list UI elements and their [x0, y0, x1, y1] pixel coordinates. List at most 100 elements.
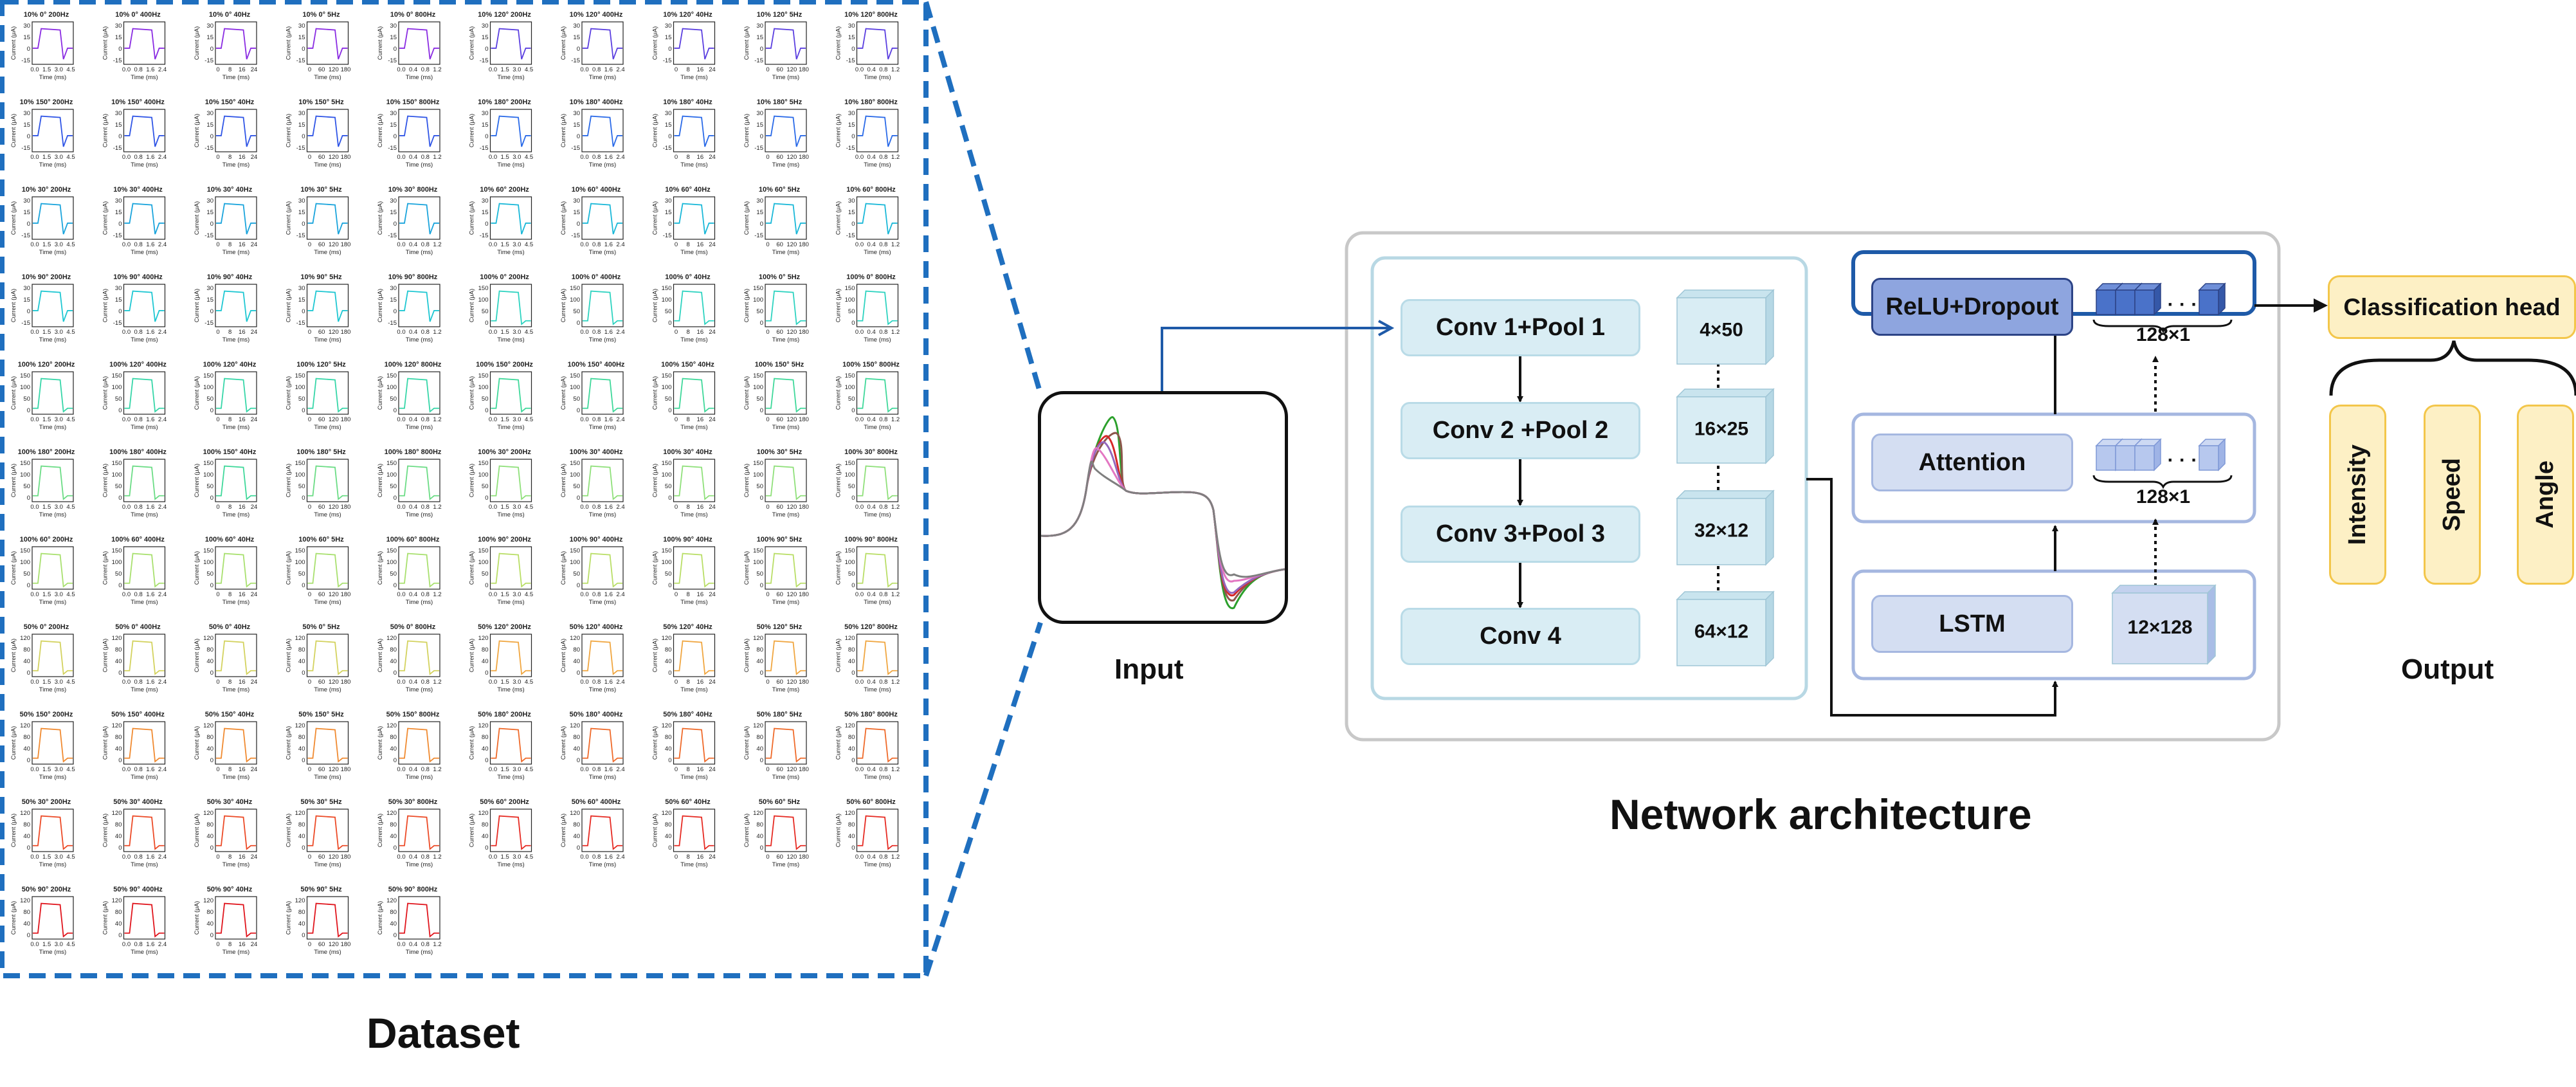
thumbnail-title: 10% 90° 5Hz	[300, 273, 342, 281]
thumbnail-ylabel: Current (μA)	[377, 726, 384, 760]
thumbnail-ytick: -15	[21, 232, 30, 239]
thumbnail-ytick: 50	[298, 571, 305, 578]
thumbnail-ytick: 15	[298, 34, 305, 41]
thumbnail-xtick: 180	[799, 241, 809, 248]
thumbnail-xtick: 0.0	[397, 154, 405, 161]
thumbnail-ytick: 50	[206, 483, 213, 490]
thumbnail-ytick: 120	[203, 722, 213, 729]
thumbnail-ytick: 15	[23, 209, 30, 216]
thumbnail-xtick: 0	[766, 679, 769, 686]
thumbnail-ytick: 15	[206, 34, 213, 41]
thumbnail-xtick: 0.8	[134, 154, 143, 161]
thumbnail-xtick: 1.6	[146, 66, 154, 73]
thumbnail-xlabel: Time (ms)	[864, 74, 891, 81]
thumbnail-ytick: 100	[112, 559, 122, 566]
thumbnail-ytick: -15	[480, 145, 489, 152]
thumbnail-xtick: 1.2	[891, 766, 900, 773]
thumbnail-ytick: 0	[302, 495, 305, 502]
thumbnail-xtick: 24	[709, 854, 716, 861]
thumbnail-xtick: 0.8	[879, 66, 887, 73]
thumbnail-waveform	[216, 115, 256, 147]
thumbnail-title: 50% 180° 5Hz	[757, 711, 803, 718]
thumbnail-xtick: 0.0	[397, 241, 405, 248]
thumbnail-ytick: 30	[206, 23, 213, 30]
thumbnail-xtick: 1.2	[433, 329, 441, 336]
thumbnail-ytick: 0	[577, 221, 580, 228]
thumbnail-title: 50% 0° 400Hz	[115, 623, 161, 631]
thumbnail-title: 50% 30° 5Hz	[300, 798, 342, 806]
thumbnail-xtick: 0.8	[134, 66, 143, 73]
thumbnail-xtick: 1.6	[146, 416, 154, 423]
thumbnail-xtick: 3.0	[55, 941, 63, 948]
thumbnail-xtick: 1.6	[146, 679, 154, 686]
thumbnail-xtick: 0.4	[409, 241, 417, 248]
thumbnail-xlabel: Time (ms)	[314, 424, 341, 431]
thumbnail-xlabel: Time (ms)	[314, 599, 341, 606]
thumbnail-title: 50% 60° 800Hz	[846, 798, 896, 806]
thumbnail-ylabel: Current (μA)	[652, 26, 659, 60]
thumbnail-title: 50% 120° 200Hz	[478, 623, 531, 631]
thumbnail-ytick: 120	[386, 810, 397, 817]
thumbnail-ytick: 120	[662, 722, 672, 729]
thumbnail-ytick: 0	[668, 757, 671, 764]
thumbnail-xlabel: Time (ms)	[864, 249, 891, 256]
thumbnail-ytick: 150	[386, 372, 397, 379]
thumbnail-ytick: 0	[27, 845, 30, 852]
thumbnail-ylabel: Current (μA)	[743, 639, 750, 672]
thumbnail-ytick: 100	[753, 559, 763, 566]
thumbnail-xtick: 4.5	[525, 591, 533, 598]
thumbnail-ytick: 0	[760, 495, 763, 502]
thumbnail-xlabel: Time (ms)	[222, 249, 249, 256]
thumbnail-ytick: 80	[298, 909, 305, 916]
thumbnail-waveform	[857, 378, 898, 413]
thumbnail-xlabel: Time (ms)	[497, 336, 524, 343]
thumbnail-ytick: 50	[298, 483, 305, 490]
thumbnail-ytick: 80	[665, 734, 672, 741]
thumbnail-xtick: 24	[709, 329, 716, 336]
thumbnail-ytick: 15	[390, 209, 397, 216]
thumbnail-xtick: 60	[776, 154, 783, 161]
thumbnail-xtick: 1.5	[501, 241, 509, 248]
thumbnail-xlabel: Time (ms)	[314, 686, 341, 693]
thumbnail-title: 100% 150° 200Hz	[476, 361, 533, 369]
thumbnail-ytick: 100	[570, 384, 580, 391]
thumbnail-xtick: 16	[697, 154, 704, 161]
thumbnail-title: 10% 0° 40Hz	[209, 11, 251, 19]
thumbnail-ylabel: Current (μA)	[10, 26, 17, 60]
thumbnail-ytick: 120	[478, 635, 489, 642]
thumbnail-xlabel: Time (ms)	[406, 774, 433, 781]
thumbnail-ytick: 30	[206, 197, 213, 205]
thumbnail-xtick: 120	[786, 66, 797, 73]
thumbnail-xlabel: Time (ms)	[497, 249, 524, 256]
thumbnail-xtick: 16	[239, 66, 246, 73]
thumbnail-ylabel: Current (μA)	[560, 814, 567, 847]
thumbnail-xtick: 1.2	[891, 66, 900, 73]
thumbnail-xtick: 0.0	[489, 66, 497, 73]
thumbnail-ylabel: Current (μA)	[102, 814, 109, 847]
thumbnail-xtick: 0	[766, 329, 769, 336]
thumbnail-ylabel: Current (μA)	[652, 551, 659, 585]
thumbnail-xtick: 4.5	[66, 766, 75, 773]
lstm-label: LSTM	[1939, 610, 2006, 637]
thumbnail-ytick: 0	[210, 46, 213, 53]
thumbnail-title: 50% 0° 200Hz	[24, 623, 69, 631]
thumbnail-xtick: 1.6	[146, 591, 154, 598]
thumbnail-ytick: 0	[577, 845, 580, 852]
thumbnail-xtick: 1.5	[501, 154, 509, 161]
thumbnail-xtick: 0.0	[122, 591, 131, 598]
thumbnail-xtick: 16	[697, 679, 704, 686]
thumbnail-xlabel: Time (ms)	[772, 249, 799, 256]
thumbnail-xlabel: Time (ms)	[680, 161, 707, 169]
thumbnail-xtick: 1.2	[891, 241, 900, 248]
thumbnail-xtick: 120	[786, 416, 797, 423]
thumbnail-ytick: 100	[662, 559, 672, 566]
thumbnail-xtick: 0.0	[489, 329, 497, 336]
thumbnail-ytick: 50	[482, 483, 489, 490]
thumbnail-xtick: 0.8	[421, 591, 430, 598]
